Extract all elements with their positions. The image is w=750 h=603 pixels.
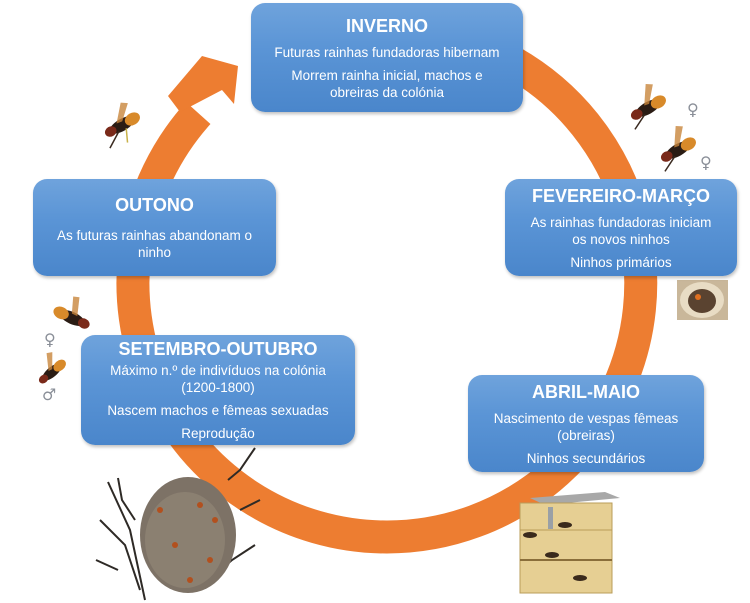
female-symbol-2: ♀ [700,153,712,172]
cycle-arrow-head [168,56,238,112]
stage-box-inverno: INVERNO Futuras rainhas fundadoras hiber… [251,3,523,112]
female-symbol-left: ♀ [44,330,56,349]
cycle-ring-arrow [116,18,658,554]
stage-text: ninho [137,245,172,260]
stage-text: (obreiras) [557,427,615,443]
stage-text: (1200-1800) [181,380,255,395]
stage-title: INVERNO [345,15,428,36]
female-hornet-image-1 [630,83,666,130]
stage-text: obreiras da colónia [329,84,445,100]
stage-box-abril-maio: ABRIL-MAIO Nascimento de vespas fêmeas (… [468,375,704,472]
stage-title: SETEMBRO-OUTUBRO [118,339,318,359]
stage-box-fevereiro-marco: FEVEREIRO-MARÇO As rainhas fundadoras in… [505,179,737,276]
stage-text: Ninhos primários [570,254,672,270]
male-symbol-left: ♂ [42,385,57,404]
stage-text: Máximo n.º de indivíduos na colónia [110,363,326,378]
stage-text: os novos ninhos [572,231,670,247]
stage-box-outono: OUTONO As futuras rainhas abandonam o ni… [33,179,276,276]
stage-title: FEVEREIRO-MARÇO [531,185,710,206]
female-symbol-1: ♀ [687,100,699,119]
stage-text: Futuras rainhas fundadoras hibernam [274,44,500,60]
stage-box-setembro-outubro: SETEMBRO-OUTUBRO Máximo n.º de indivíduo… [81,335,355,445]
female-hornet-image-2 [660,125,696,172]
stage-text: Reprodução [181,426,255,441]
male-hornet-image-left [38,352,66,384]
stage-text: As futuras rainhas abandonam o [56,228,253,243]
stage-text: As rainhas fundadoras iniciam [530,214,712,230]
trap-box-image [519,492,620,594]
stage-text: Ninhos secundários [526,450,646,466]
stage-text: Morrem rainha inicial, machos e [291,67,483,83]
stage-text: Nascem machos e fêmeas sexuadas [107,403,329,418]
primary-nest-image [677,280,728,320]
female-hornet-image-left [53,296,90,329]
hornet-single-image [104,102,140,149]
stage-text: Nascimento de vespas fêmeas [493,410,679,426]
stage-title: ABRIL-MAIO [532,381,640,402]
secondary-nest-image [95,447,261,601]
stage-title: OUTONO [115,195,194,215]
